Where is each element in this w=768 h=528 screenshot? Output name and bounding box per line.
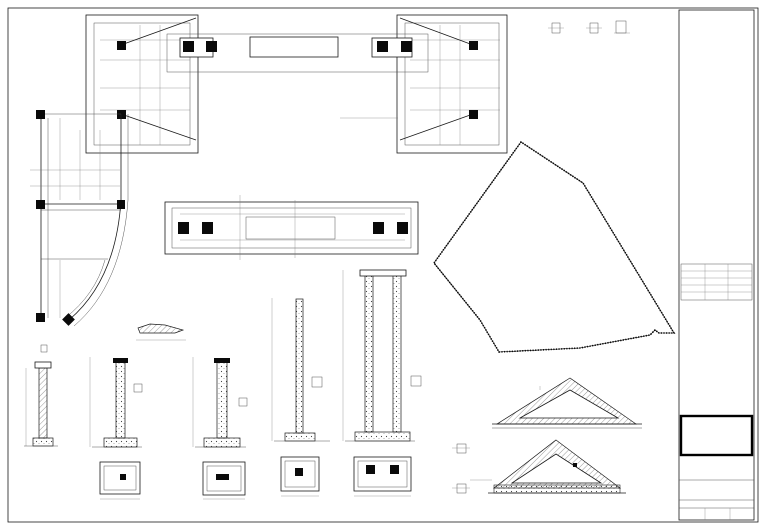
- column: [377, 41, 388, 52]
- column: [202, 222, 213, 234]
- footing-plan-3: [280, 456, 320, 497]
- triangle-detail-lower: [470, 439, 626, 494]
- section-symbols: [40, 344, 470, 494]
- column-elevation-1: [24, 361, 58, 447]
- column: [36, 313, 45, 322]
- column-elevation-4: [271, 298, 330, 442]
- stamp-box: [679, 414, 754, 457]
- footing-plan-1: [99, 461, 141, 500]
- column: [117, 41, 126, 50]
- column: [178, 222, 189, 234]
- diagonal-brace: [399, 17, 474, 46]
- column: [183, 41, 194, 52]
- diagonal-brace: [399, 113, 474, 141]
- site-boundary: [433, 140, 676, 353]
- diagonal-brace: [120, 17, 197, 46]
- column: [62, 313, 75, 326]
- column: [397, 222, 408, 234]
- column-elevation-2: [89, 357, 143, 448]
- column: [117, 200, 125, 209]
- detail-symbols: [548, 20, 630, 34]
- beam-plan-middle: [164, 195, 419, 260]
- column-elevation-3: [192, 357, 248, 448]
- column: [401, 41, 412, 52]
- column: [469, 41, 478, 50]
- footing-plan-2: [202, 461, 246, 500]
- column: [36, 200, 45, 209]
- central-opening: [249, 36, 339, 58]
- curved-plan-left: [30, 110, 129, 327]
- pavilion-plan-top: [85, 14, 508, 154]
- title-block: [678, 9, 755, 521]
- column-elevation-5: [342, 269, 422, 442]
- column: [117, 110, 126, 119]
- diagonal-brace: [120, 113, 197, 141]
- column: [469, 110, 478, 119]
- title-rows: [679, 479, 754, 520]
- column: [373, 222, 384, 234]
- footing-plan-4: [353, 456, 412, 497]
- triangle-detail-upper: [492, 377, 642, 429]
- column: [36, 110, 45, 119]
- sheet-border: [7, 7, 759, 523]
- revision-table: [680, 263, 753, 301]
- small-profile: [136, 323, 186, 341]
- column: [206, 41, 217, 52]
